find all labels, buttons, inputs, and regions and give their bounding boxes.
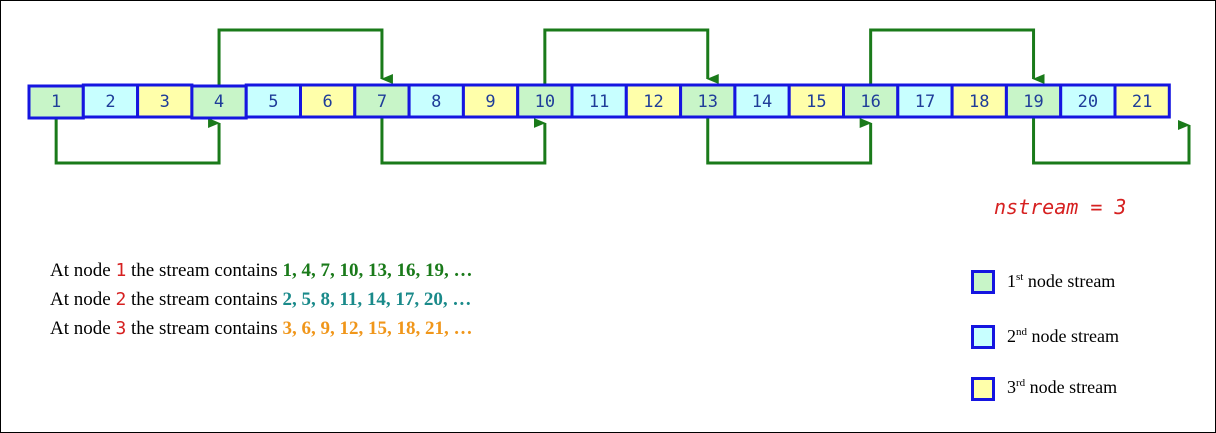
cell-label: 11 [589,92,609,112]
cell-label: 12 [643,92,663,112]
nstream-label: nstream = 3 [994,195,1127,219]
cell-label: 15 [806,92,826,112]
legend-label-1st: 1st node stream [1007,271,1116,291]
stream-middle: the stream contains [126,260,283,281]
cell-label: 1 [51,92,61,112]
legend-swatch-1st [971,270,995,294]
stream-sequence: 1, 4, 7, 10, 13, 16, 19, … [282,260,473,281]
cell-label: 21 [1132,92,1152,112]
cell-6 [299,83,357,119]
cell-3 [136,83,194,119]
stream-line-node-2: At node 2 the stream contains 2, 5, 8, 1… [50,289,471,311]
cell-label: 6 [323,92,333,112]
stream-line-node-3: At node 3 the stream contains 3, 6, 9, 1… [50,318,472,340]
stream-line-node-1: At node 1 the stream contains 1, 4, 7, 1… [50,260,472,282]
cell-label: 7 [377,92,387,112]
cell-21 [1113,83,1171,119]
cell-label: 14 [752,92,772,112]
top-arrow [869,28,1045,85]
legend-swatch-3rd [971,377,995,401]
cell-14 [733,83,791,119]
cell-label: 5 [268,92,278,112]
cell-label: 2 [105,92,115,112]
cell-10 [516,83,574,119]
legend-label-2nd: 2nd node stream [1007,326,1119,346]
node-number: 2 [115,289,127,310]
bottom-arrow [380,117,547,165]
cell-label: 10 [535,92,555,112]
node-number: 3 [115,318,127,339]
cell-9 [461,83,520,119]
bottom-arrow-next [1032,117,1191,165]
cell-label: 3 [160,92,170,112]
stream-sequence: 2, 5, 8, 11, 14, 17, 20, … [282,289,472,310]
cell-5 [244,83,302,119]
cell-15 [787,83,846,119]
stream-middle: the stream contains [126,289,283,310]
cell-12 [624,83,683,119]
legend-label-3rd: 3rd node stream [1007,377,1118,397]
cell-label: 17 [915,92,935,112]
cell-label: 16 [860,92,880,112]
cell-1 [27,84,85,120]
cell-label: 20 [1078,92,1098,112]
top-arrow [217,28,393,85]
cell-13 [679,83,737,119]
cell-label: 13 [698,92,718,112]
cell-label: 8 [431,92,441,112]
cell-label: 4 [214,92,224,112]
stream-middle: the stream contains [126,318,283,339]
bottom-arrow [54,117,221,165]
stream-prefix: At node [50,260,116,281]
stream-prefix: At node [50,318,116,339]
cell-16 [842,83,900,119]
cell-label: 19 [1023,92,1043,112]
cell-2 [81,83,140,119]
stream-sequence: 3, 6, 9, 12, 15, 18, 21, … [282,318,473,339]
arrows-layer [54,28,1191,165]
stream-prefix: At node [50,289,116,310]
cell-11 [570,83,628,119]
cell-label: 18 [969,92,989,112]
node-number: 1 [115,260,127,281]
top-arrow [543,28,719,85]
bottom-arrow [706,117,873,165]
cell-7 [353,83,411,119]
cell-label: 9 [485,92,495,112]
legend-swatch-2nd [971,325,995,349]
